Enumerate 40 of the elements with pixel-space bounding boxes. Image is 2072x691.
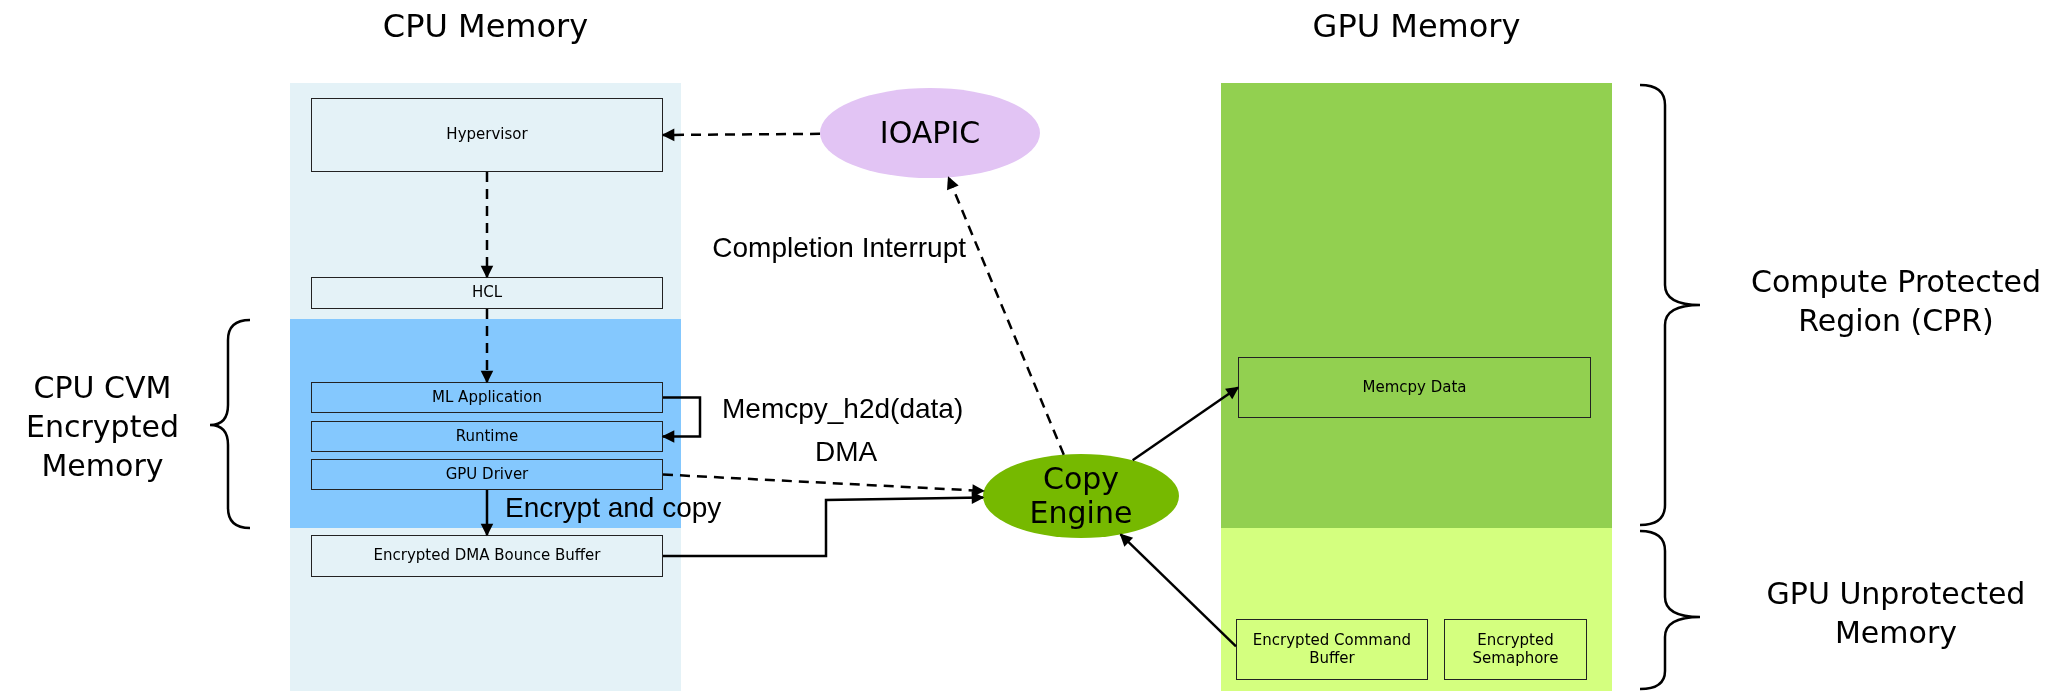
arrow <box>1131 386 1240 462</box>
node-label: Memcpy Data <box>1361 378 1468 397</box>
edge-label: DMA <box>815 436 879 468</box>
arrow <box>661 396 702 443</box>
edge-label: Encrypt and copy <box>505 492 723 524</box>
process-box <box>311 277 663 309</box>
node-label: ML Application <box>431 388 543 407</box>
process-box <box>311 382 663 413</box>
dashed-arrow <box>661 128 821 142</box>
edge-label: Memcpy_h2d(data) <box>722 393 965 425</box>
process-box <box>311 98 663 172</box>
arrow <box>1119 533 1237 648</box>
memory-region <box>1221 528 1612 691</box>
node-label: Encrypted Semaphore <box>1471 632 1560 667</box>
arrow <box>663 491 985 558</box>
panel-heading: CPU Memory <box>381 7 590 45</box>
node-label: Hypervisor <box>445 126 529 144</box>
process-box <box>311 459 663 490</box>
node-label: Copy Engine <box>1028 461 1134 531</box>
process-box <box>1444 619 1587 680</box>
dashed-arrow <box>662 473 985 497</box>
region-label: GPU Unprotected Memory <box>1765 575 2027 652</box>
process-box <box>311 535 663 577</box>
process-box <box>311 421 663 452</box>
process-box <box>1238 357 1591 418</box>
dashed-arrow <box>947 176 1065 456</box>
node-label: HCL <box>470 284 504 302</box>
node-label: Encrypted Command Buffer <box>1251 632 1413 667</box>
panel-heading: GPU Memory <box>1311 7 1522 45</box>
dashed-arrow <box>480 172 494 279</box>
dashed-arrow <box>480 309 494 384</box>
node-label: Encrypted DMA Bounce Buffer <box>372 547 602 565</box>
node-label: GPU Driver <box>444 465 530 484</box>
edge-label: Completion Interrupt <box>711 232 966 264</box>
region-label: Compute Protected Region (CPR) <box>1750 263 2042 340</box>
region-label: CPU CVM Encrypted Memory <box>25 369 180 485</box>
node-label: Runtime <box>454 427 520 446</box>
arrow <box>480 490 494 537</box>
process-box <box>1236 619 1428 680</box>
node-label: IOAPIC <box>878 115 982 151</box>
